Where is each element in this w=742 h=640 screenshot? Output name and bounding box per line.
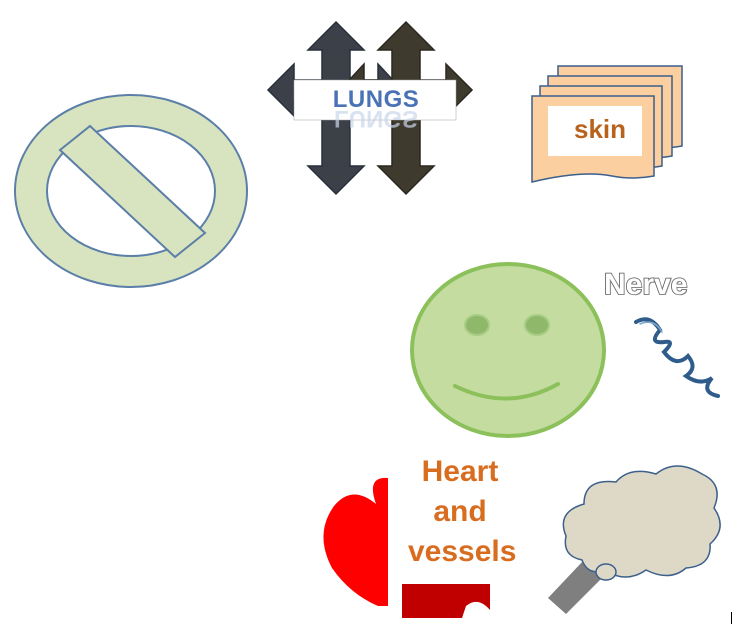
no-symbol-icon — [14, 94, 248, 288]
vessel-shape-icon — [402, 584, 490, 618]
text-cursor — [731, 612, 732, 624]
skin-pages-icon — [531, 65, 683, 183]
nerve-label: Nerve — [603, 267, 688, 302]
lungs-arrows-icon — [266, 20, 474, 196]
lungs-label: LUNGS — [332, 86, 420, 113]
heart-shape-icon — [323, 477, 388, 606]
nerve-squiggle-icon — [634, 317, 720, 398]
skin-label: skin — [573, 114, 627, 144]
lungs-label-reflection: LUNGS — [334, 105, 418, 132]
brain-cloud-icon — [548, 465, 721, 614]
smiley-face-icon — [410, 262, 606, 438]
heart-and-vessels-label: Heart and vessels — [408, 455, 517, 568]
